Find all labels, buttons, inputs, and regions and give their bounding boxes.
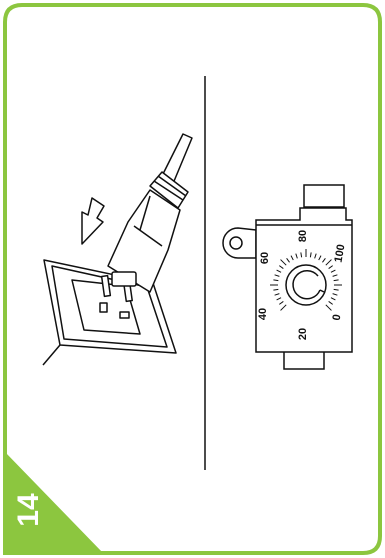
dial-tick <box>279 265 284 269</box>
dial-tick <box>280 304 287 311</box>
dial-tick <box>274 274 280 277</box>
dial-tick <box>314 253 317 259</box>
dial-tick <box>332 293 338 296</box>
dial-knob-grip <box>292 269 321 300</box>
plug-outlet-illustration <box>42 133 193 366</box>
outlet-socket-1 <box>99 302 108 313</box>
dial-label-40: 40 <box>257 308 269 320</box>
dial-tick <box>309 252 312 258</box>
dial-top-tab <box>303 184 345 208</box>
plug-body-line <box>133 225 163 247</box>
dial-tick <box>274 293 280 296</box>
dial-tick <box>325 259 332 266</box>
dial-tick <box>333 279 339 282</box>
card-frame <box>3 3 382 555</box>
dial-tick-ring <box>270 249 342 311</box>
dial-pointer <box>319 289 325 293</box>
dial-label-0: 0 <box>331 313 344 321</box>
thermostat-dial-illustration <box>222 184 353 370</box>
plug-base <box>111 271 137 287</box>
dial-tick <box>279 301 284 305</box>
dial-tick <box>330 297 336 301</box>
relief-line-2 <box>157 175 187 197</box>
dial-tick <box>273 288 279 291</box>
mounting-hole <box>229 236 243 250</box>
step-badge: 14 <box>5 452 103 553</box>
dial-tick <box>322 258 326 263</box>
dial-tick <box>295 253 298 259</box>
dial-scale-labels: 0 20 40 60 80 100 <box>257 230 348 340</box>
dial-tick <box>330 269 336 273</box>
power-plug-body <box>107 189 181 293</box>
wall-edge-line <box>42 344 61 366</box>
outlet-socket-2 <box>119 311 130 319</box>
dial-tick <box>325 304 332 311</box>
dial-tick <box>280 259 287 266</box>
relief-line-1 <box>153 180 184 201</box>
dial-tick <box>333 288 339 291</box>
dial-tick <box>286 258 290 263</box>
dial-label-20: 20 <box>297 328 309 340</box>
dial-tick <box>318 255 322 261</box>
dial-tick <box>332 274 338 277</box>
step-badge-shape <box>5 452 103 553</box>
dial-label-80: 80 <box>297 230 309 242</box>
dial-tick <box>300 252 303 258</box>
dial-tick <box>276 297 282 301</box>
dial-tick <box>276 269 282 273</box>
step-number: 14 <box>12 493 45 527</box>
dial-tick <box>328 265 333 269</box>
dial-tick <box>273 279 279 282</box>
down-arrow-icon <box>81 197 105 245</box>
dial-label-60: 60 <box>259 252 271 264</box>
dial-tick <box>328 301 333 305</box>
dial-label-100: 100 <box>333 243 348 263</box>
plug-prong-1 <box>100 274 112 298</box>
plug-grip-line <box>139 195 151 231</box>
dial-tick <box>290 255 294 261</box>
